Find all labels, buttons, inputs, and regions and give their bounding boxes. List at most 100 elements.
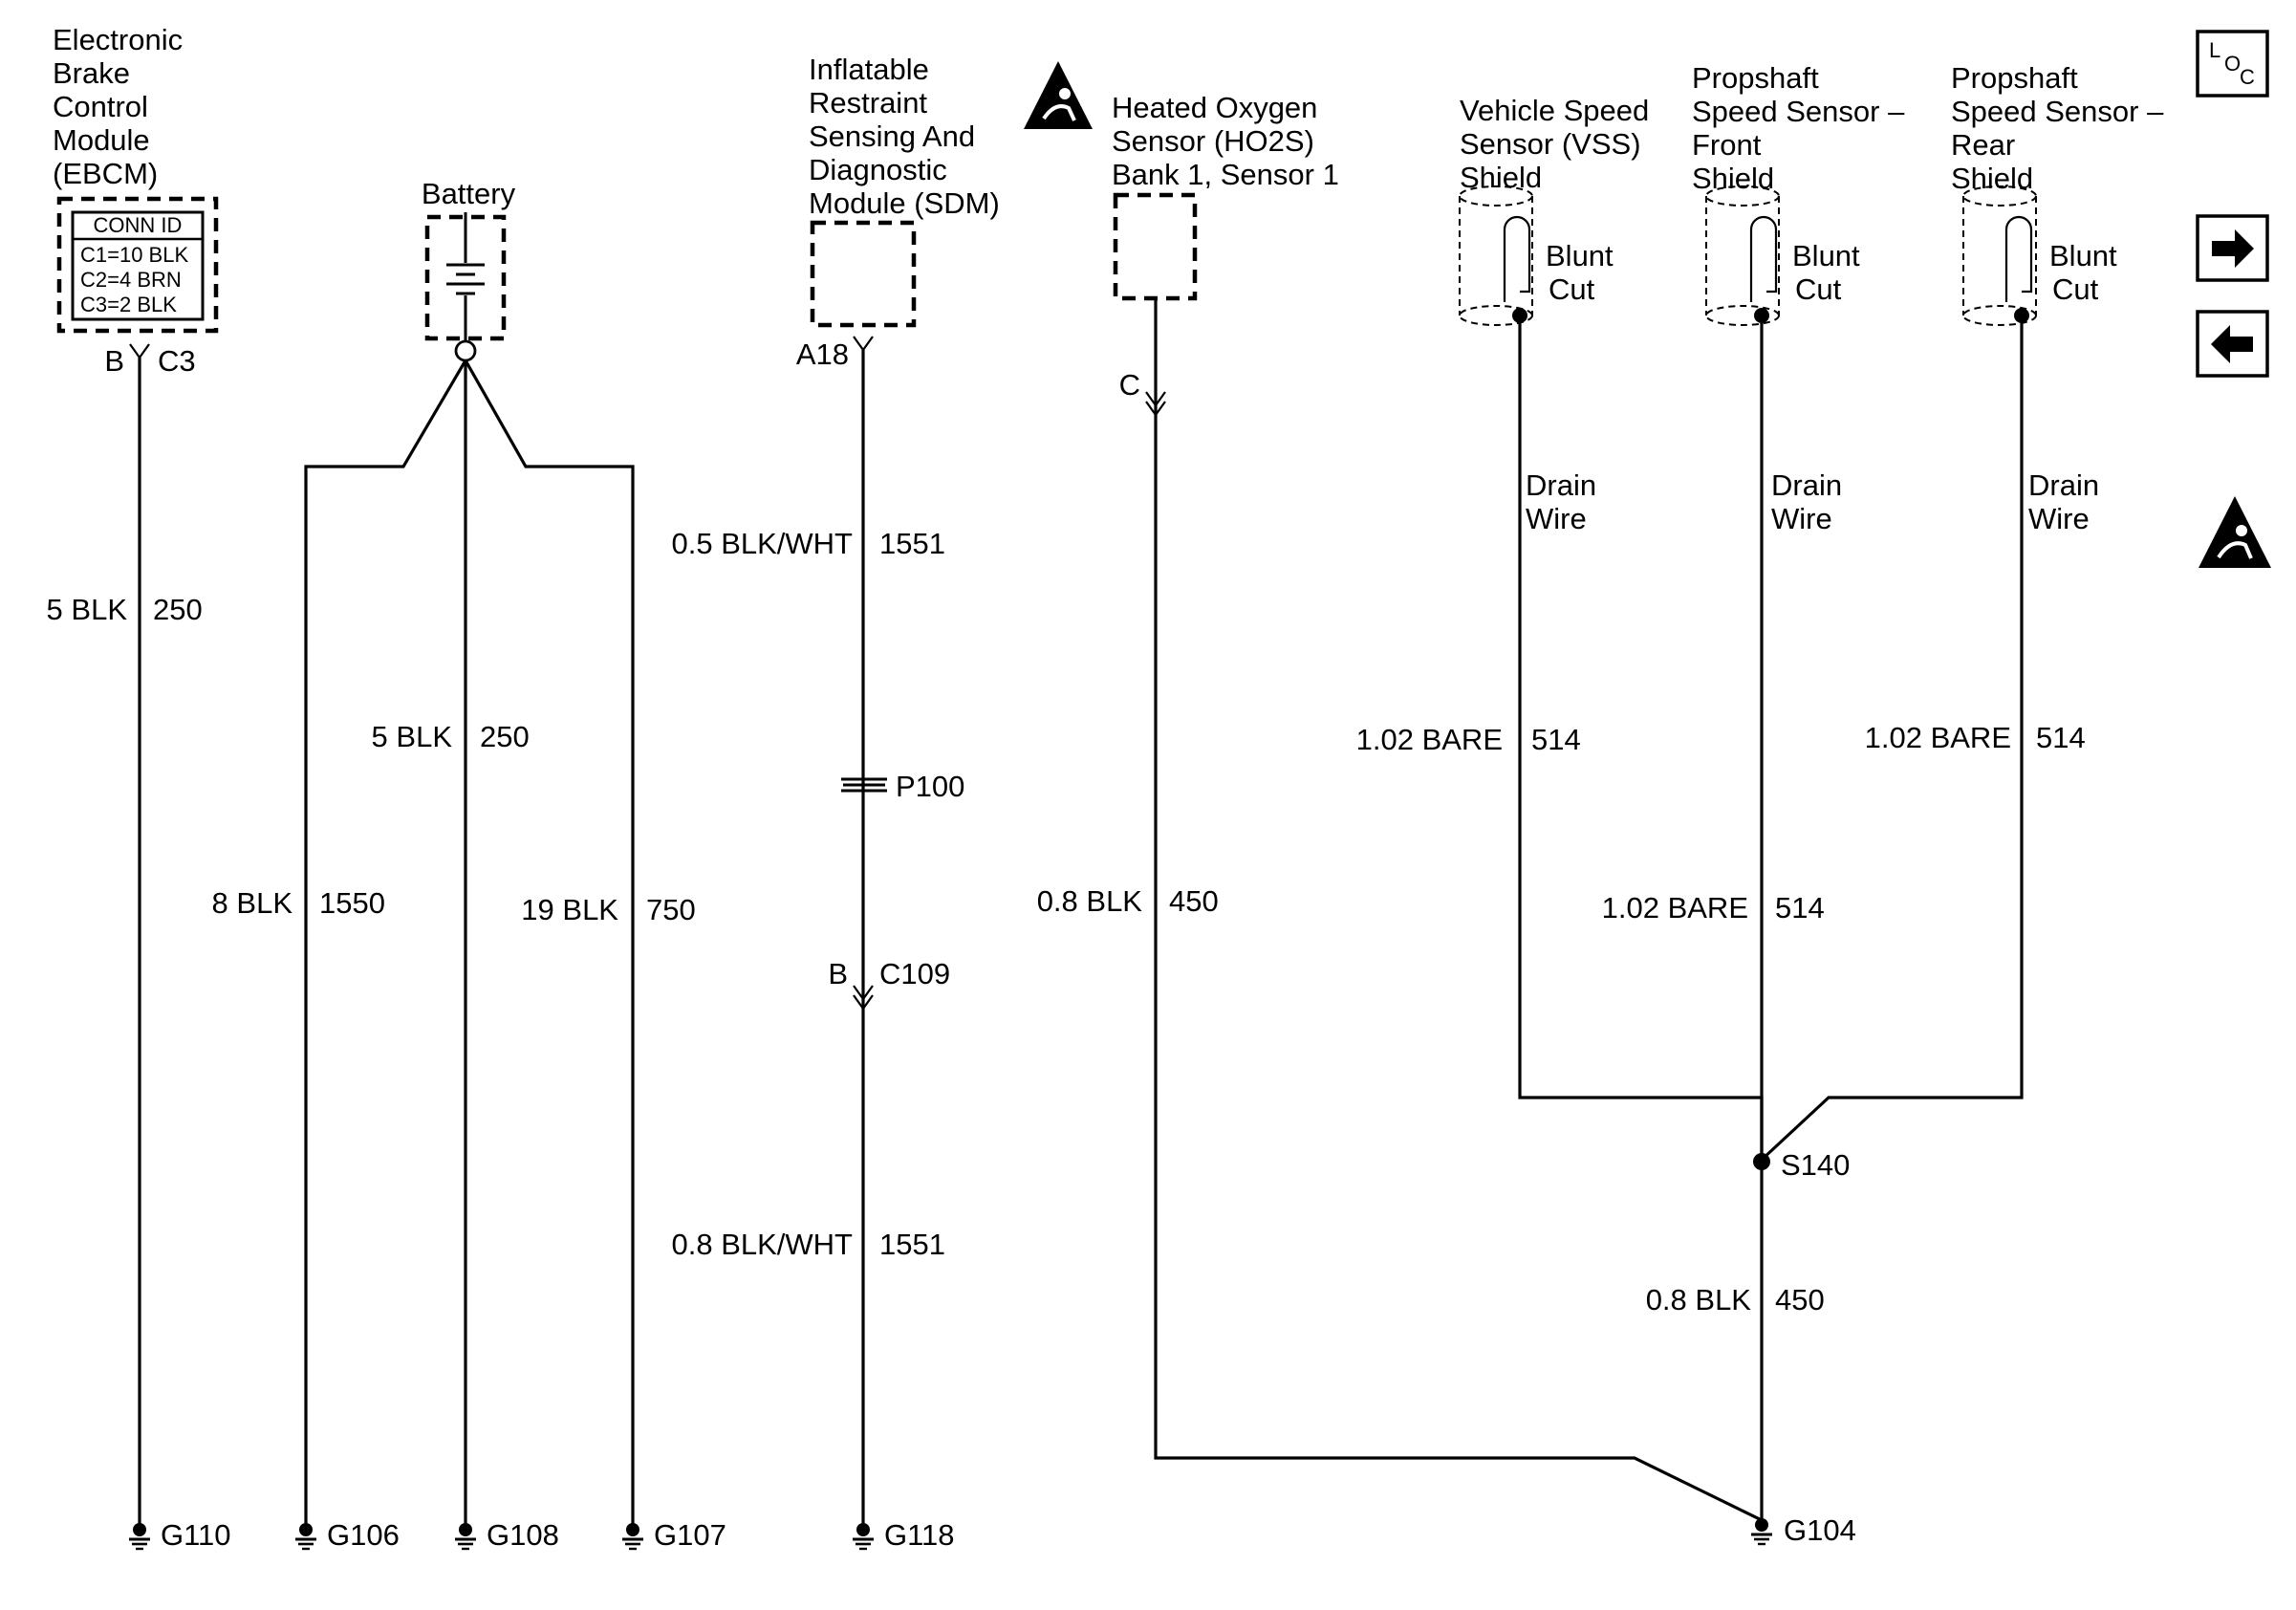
ground-g107-icon <box>620 1521 645 1551</box>
wire-450-s140-gauge: 0.8 BLK <box>1646 1283 1752 1316</box>
loc-letter-l: L <box>2209 38 2220 62</box>
ground-g104-icon <box>1749 1516 1774 1546</box>
wire-750-circuit: 750 <box>646 893 696 926</box>
conn-id-row-1: C1=10 BLK <box>80 243 188 267</box>
psr-shield-icon <box>1962 185 2037 326</box>
ground-g118-icon <box>851 1521 876 1551</box>
conn-id-header: CONN ID <box>94 213 183 237</box>
ground-g106-icon <box>293 1521 318 1551</box>
ebcm-title-5: (EBCM) <box>53 157 158 190</box>
wire-250-battery-gauge: 5 BLK <box>372 720 453 753</box>
airbag-warning-icon[interactable] <box>2199 496 2271 568</box>
wire-250-ebcm-gauge: 5 BLK <box>47 593 128 626</box>
battery-terminal <box>454 339 477 362</box>
airbag-warning-icon <box>1024 61 1093 129</box>
wire-750 <box>464 359 635 1526</box>
wire-514-front-circuit: 514 <box>1775 891 1825 925</box>
wire-750-gauge: 19 BLK <box>521 893 618 926</box>
conn-id-box <box>71 210 205 321</box>
sdm-title-3: Sensing And <box>809 120 975 153</box>
wire-250-battery-circuit: 250 <box>480 720 530 753</box>
ebcm-title-3: Control <box>53 90 148 123</box>
vss-title-1: Vehicle Speed <box>1460 94 1649 127</box>
ho2s-outline <box>1113 192 1198 301</box>
wire-1551-top-circuit: 1551 <box>879 527 945 560</box>
wire-514-rear-gauge: 1.02 BARE <box>1865 721 2011 754</box>
psr-title-3: Rear <box>1951 128 2015 162</box>
battery-title: Battery <box>422 177 516 210</box>
vss-shield-icon <box>1459 185 1533 326</box>
splice-s140-label: S140 <box>1781 1148 1850 1182</box>
battery-component: Battery <box>422 177 516 362</box>
psf-title-4: Shield <box>1692 162 1774 195</box>
ground-g118-label: G118 <box>884 1518 955 1552</box>
propshaft-front-shield-component: Propshaft Speed Sensor – Front Shield Bl… <box>1692 61 1905 326</box>
ground-g107-label: G107 <box>654 1518 726 1552</box>
sdm-title-4: Diagnostic <box>809 153 947 186</box>
psr-drain-label-1: Drain <box>2028 468 2099 502</box>
sdm-component: Inflatable Restraint Sensing And Diagnos… <box>796 53 1000 371</box>
sdm-pin-label: A18 <box>796 337 849 371</box>
wire-514-front-gauge: 1.02 BARE <box>1602 891 1748 925</box>
ebcm-title-2: Brake <box>53 56 130 90</box>
psf-drain-label-2: Wire <box>1771 502 1832 535</box>
ground-g108-icon <box>453 1521 478 1551</box>
psf-title-3: Front <box>1692 128 1762 162</box>
sdm-title-2: Restraint <box>809 86 927 120</box>
wire-514-vss-circuit: 514 <box>1531 723 1581 756</box>
wire-1551-bottom-circuit: 1551 <box>879 1228 945 1261</box>
ebcm-title-4: Module <box>53 123 150 157</box>
wire-450-ho2s-circuit: 450 <box>1169 884 1219 918</box>
psr-blunt-label: Blunt <box>2049 239 2117 272</box>
c109-label: C109 <box>879 957 950 990</box>
vss-shield-component: Vehicle Speed Sensor (VSS) Shield Blunt … <box>1459 94 1649 326</box>
p100-label: P100 <box>896 770 964 803</box>
arrow-right-icon[interactable] <box>2196 214 2269 282</box>
sdm-title-1: Inflatable <box>809 53 929 86</box>
p100-passthrough-icon <box>841 777 887 793</box>
psf-cut-label: Cut <box>1795 272 1842 306</box>
conn-id-row-3: C3=2 BLK <box>80 293 177 316</box>
ground-g110-label: G110 <box>161 1518 231 1552</box>
wire-450-s140-circuit: 450 <box>1775 1283 1825 1316</box>
battery-icon <box>446 212 485 340</box>
ground-g104-label: G104 <box>1784 1513 1856 1547</box>
psf-drain-label-1: Drain <box>1771 468 1842 502</box>
ho2s-component: Heated Oxygen Sensor (HO2S) Bank 1, Sens… <box>1112 91 1339 417</box>
wire-1550 <box>304 359 467 1526</box>
ebcm-pin-label: B <box>104 344 124 378</box>
ebcm-connector-label: C3 <box>158 344 196 378</box>
wire-450-ho2s <box>1154 409 1763 1522</box>
ebcm-title-1: Electronic <box>53 23 183 56</box>
c109-pin-label: B <box>828 957 848 990</box>
ground-g110-icon <box>127 1521 152 1551</box>
ho2s-title-2: Sensor (HO2S) <box>1112 124 1314 158</box>
wire-514-rear-circuit: 514 <box>2036 721 2086 754</box>
vss-cut-label: Cut <box>1549 272 1595 306</box>
arrow-left-icon[interactable] <box>2196 310 2269 378</box>
component-location-icon[interactable]: L O C <box>2196 30 2269 98</box>
propshaft-rear-shield-component: Propshaft Speed Sensor – Rear Shield Blu… <box>1951 61 2164 326</box>
psf-blunt-label: Blunt <box>1792 239 1860 272</box>
psf-title-1: Propshaft <box>1692 61 1819 95</box>
wire-450-ho2s-gauge: 0.8 BLK <box>1037 884 1143 918</box>
psr-title-4: Shield <box>1951 162 2033 195</box>
vss-blunt-label: Blunt <box>1546 239 1614 272</box>
ebcm-outline <box>56 196 219 334</box>
ho2s-pin-label: C <box>1119 368 1140 402</box>
ho2s-title-1: Heated Oxygen <box>1112 91 1317 124</box>
psf-shield-icon <box>1705 185 1780 326</box>
wire-514-vss-gauge: 1.02 BARE <box>1356 723 1503 756</box>
psf-title-2: Speed Sensor – <box>1692 95 1905 128</box>
conn-id-row-2: C2=4 BRN <box>80 268 182 292</box>
psr-cut-label: Cut <box>2052 272 2099 306</box>
wire-514-rear <box>1760 315 2024 1162</box>
wire-1551-top-gauge: 0.5 BLK/WHT <box>672 527 854 560</box>
ho2s-title-3: Bank 1, Sensor 1 <box>1112 158 1339 191</box>
psr-title-1: Propshaft <box>1951 61 2078 95</box>
wire-1550-circuit: 1550 <box>319 886 385 920</box>
c109-connector-icon <box>853 985 874 1011</box>
wire-250-ebcm-circuit: 250 <box>153 593 203 626</box>
ebcm-component: Electronic Brake Control Module (EBCM) C… <box>53 23 219 378</box>
